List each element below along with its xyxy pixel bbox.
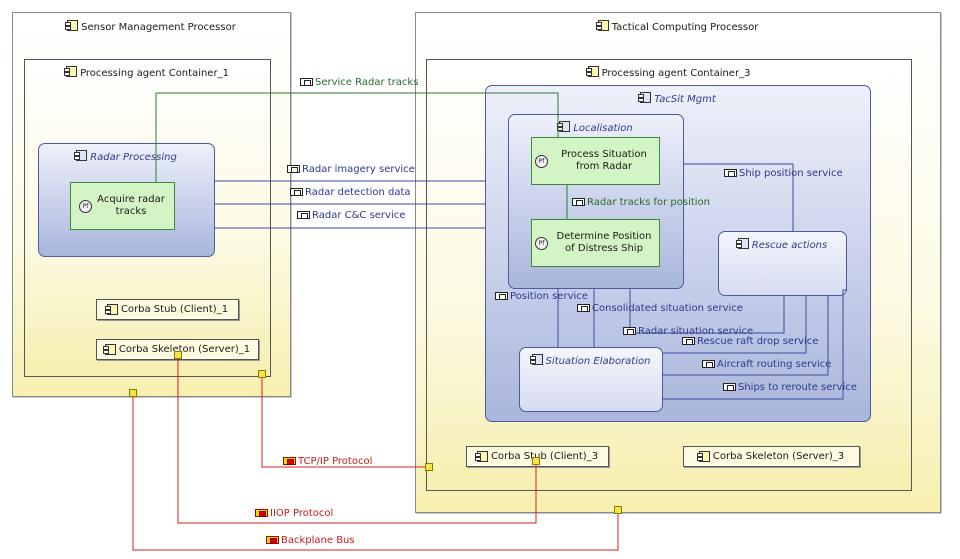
- backplane-bus-label[interactable]: Backplane Bus: [266, 535, 355, 546]
- component-icon: [74, 150, 88, 161]
- exchange-icon: [495, 292, 508, 300]
- situation-elaboration-title: Situation Elaboration: [520, 354, 662, 367]
- corba-skeleton-server-3[interactable]: Corba Skeleton (Server)_3: [683, 446, 860, 467]
- physical-link-icon: [255, 509, 268, 517]
- service-radar-tracks-line: [155, 92, 559, 182]
- component-icon: [638, 92, 652, 103]
- exchange-icon: [290, 188, 303, 196]
- process-situation-function[interactable]: Pf Process Situation from Radar: [531, 137, 660, 185]
- exchange-icon: [572, 198, 585, 206]
- port-tcp[interactable]: [614, 506, 622, 514]
- exchange-icon: [682, 337, 695, 345]
- position-service-label[interactable]: Position service: [495, 291, 588, 302]
- rescue-actions-component[interactable]: Rescue actions: [718, 231, 847, 296]
- acquire-radar-tracks-function[interactable]: Pf Acquire radar tracks: [70, 182, 175, 230]
- corba-stub-client-1[interactable]: Corba Stub (Client)_1: [96, 299, 239, 320]
- process-situation-label: Process Situation from Radar: [561, 149, 647, 172]
- container-3-title: Processing agent Container_3: [427, 66, 911, 79]
- radar-tracks-for-position-label[interactable]: Radar tracks for position: [572, 197, 710, 208]
- exchange-icon: [297, 211, 310, 219]
- rescue-raft-label[interactable]: Rescue raft drop service: [682, 336, 818, 347]
- tcpip-protocol-label[interactable]: TCP/IP Protocol: [283, 456, 372, 467]
- node-component-icon: [102, 344, 116, 355]
- node-component-icon: [65, 20, 79, 31]
- tactical-computing-processor-title: Tactical Computing Processor: [416, 20, 940, 33]
- node-component-icon: [595, 20, 609, 31]
- ships-reroute-line: [663, 289, 847, 400]
- exchange-icon: [300, 78, 313, 86]
- exchange-icon: [287, 165, 300, 173]
- node-component-icon: [696, 451, 710, 462]
- function-icon: Pf: [535, 236, 548, 250]
- consolidated-label[interactable]: Consolidated situation service: [577, 303, 743, 314]
- iiop-protocol-label[interactable]: IIOP Protocol: [255, 508, 333, 519]
- node-component-icon: [474, 451, 488, 462]
- tcpip-link: [261, 377, 428, 468]
- sensor-management-processor-title: Sensor Management Processor: [13, 20, 290, 33]
- corba-stub-client-3[interactable]: Corba Stub (Client)_3: [466, 446, 609, 467]
- determine-position-function[interactable]: Pf Determine Position of Distress Ship: [531, 219, 660, 267]
- radar-processing-title: Radar Processing: [39, 150, 214, 163]
- radar-situation-line: [629, 289, 785, 334]
- localisation-title: Localisation: [509, 121, 683, 134]
- aircraft-routing-label[interactable]: Aircraft routing service: [702, 359, 831, 370]
- function-icon: Pf: [79, 199, 92, 213]
- node-component-icon: [104, 304, 118, 315]
- corba-skeleton-server-1[interactable]: Corba Skeleton (Server)_1: [96, 339, 259, 360]
- ship-position-label[interactable]: Ship position service: [724, 168, 843, 179]
- port-smp[interactable]: [129, 389, 137, 397]
- service-radar-tracks-label[interactable]: Service Radar tracks: [300, 77, 418, 88]
- radar-situation-label[interactable]: Radar situation service: [623, 326, 753, 337]
- backplane-link: [132, 393, 619, 551]
- port-container-3[interactable]: [425, 463, 433, 471]
- exchange-icon: [577, 304, 590, 312]
- physical-link-icon: [283, 457, 296, 465]
- exchange-icon: [702, 360, 715, 368]
- exchange-icon: [723, 383, 736, 391]
- component-icon: [557, 121, 571, 132]
- determine-position-label: Determine Position of Distress Ship: [556, 231, 652, 254]
- situation-elaboration-component[interactable]: Situation Elaboration: [519, 347, 663, 412]
- radar-cc-label[interactable]: Radar C&C service: [297, 210, 405, 221]
- exchange-icon: [623, 327, 636, 335]
- port-container-1[interactable]: [258, 370, 266, 378]
- node-component-icon: [585, 66, 599, 77]
- physical-link-icon: [266, 536, 279, 544]
- ship-position-line: [684, 163, 794, 231]
- radar-imagery-label[interactable]: Radar imagery service: [287, 164, 415, 175]
- function-icon: Pf: [535, 154, 548, 168]
- iiop-link: [177, 355, 537, 524]
- radar-detection-label[interactable]: Radar detection data: [290, 187, 411, 198]
- rescue-raft-line: [663, 296, 807, 354]
- rescue-actions-title: Rescue actions: [719, 238, 846, 251]
- port-stub-3[interactable]: [532, 457, 540, 465]
- acquire-radar-tracks-label: Acquire radar tracks: [97, 194, 165, 217]
- aircraft-routing-line: [663, 296, 829, 376]
- component-icon: [529, 354, 543, 365]
- port-skeleton-1[interactable]: [174, 351, 182, 359]
- node-component-icon: [64, 66, 78, 77]
- tacsit-mgmt-title: TacSit Mgmt: [486, 92, 870, 105]
- ships-reroute-label[interactable]: Ships to reroute service: [723, 382, 857, 393]
- container-1-title: Processing agent Container_1: [25, 66, 270, 79]
- component-icon: [735, 238, 749, 249]
- exchange-icon: [724, 169, 737, 177]
